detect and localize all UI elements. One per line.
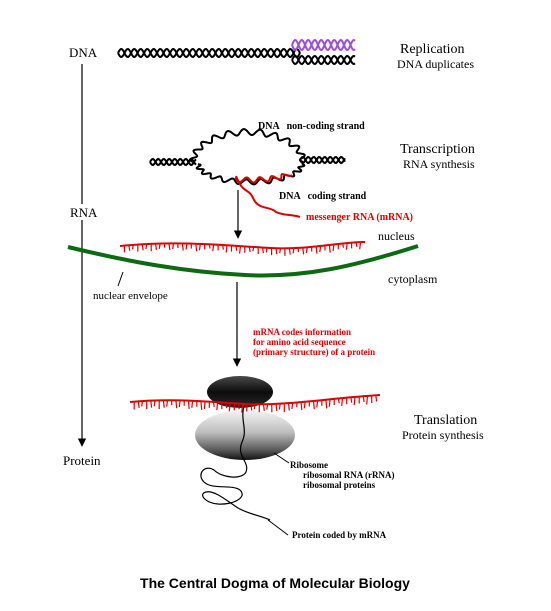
translation-subtitle: Protein synthesis [402,428,484,442]
mrna-info-line-3: (primary structure) of a protein [253,347,375,357]
ribosomal-rna-label: ribosomal RNA (rRNA) [303,470,395,480]
protein-pointer [267,519,289,536]
ribosome [195,376,295,460]
ribosome-label: Ribosome [290,460,328,470]
mrna-label: messenger RNA (mRNA) [306,212,413,223]
transcription-subtitle: RNA synthesis [403,157,475,171]
protein-coded-label: Protein coded by mRNA [292,530,387,540]
nuclear-envelope-label: nuclear envelope [93,290,168,302]
cytoplasmic-mrna [129,394,381,413]
nuclear-envelope-membrane [67,244,419,278]
rna-label: RNA [70,205,98,220]
ribosome-pointer [273,452,290,464]
nuclear-envelope-pointer [117,271,124,287]
ribosomal-proteins-label: ribosomal proteins [303,480,376,490]
transcription-bubble [149,128,346,218]
nuclear-mrna [119,241,366,256]
replication-title: Replication [400,42,465,57]
transcription-title: Transcription [400,142,475,157]
coding-strand-label: DNA coding strand [279,191,367,202]
dna-label: DNA [69,45,98,60]
ribosome-large-subunit [207,376,273,408]
mrna-info-line-2: for amino acid sequence [253,337,346,347]
cytoplasm-label: cytoplasm [388,272,438,286]
nucleus-label: nucleus [378,229,415,243]
ribosome-small-subunit [195,410,295,460]
nascent-polypeptide [200,405,271,521]
noncoding-strand-label: DNA non-coding strand [258,121,365,132]
protein-label: Protein [63,453,101,468]
mrna-info-line-1: mRNA codes information [253,327,351,337]
replication-subtitle: DNA duplicates [397,57,474,71]
diagram-caption: The Central Dogma of Molecular Biology [140,575,410,591]
translation-title: Translation [414,413,477,428]
replicating-dna-helix [117,38,356,66]
